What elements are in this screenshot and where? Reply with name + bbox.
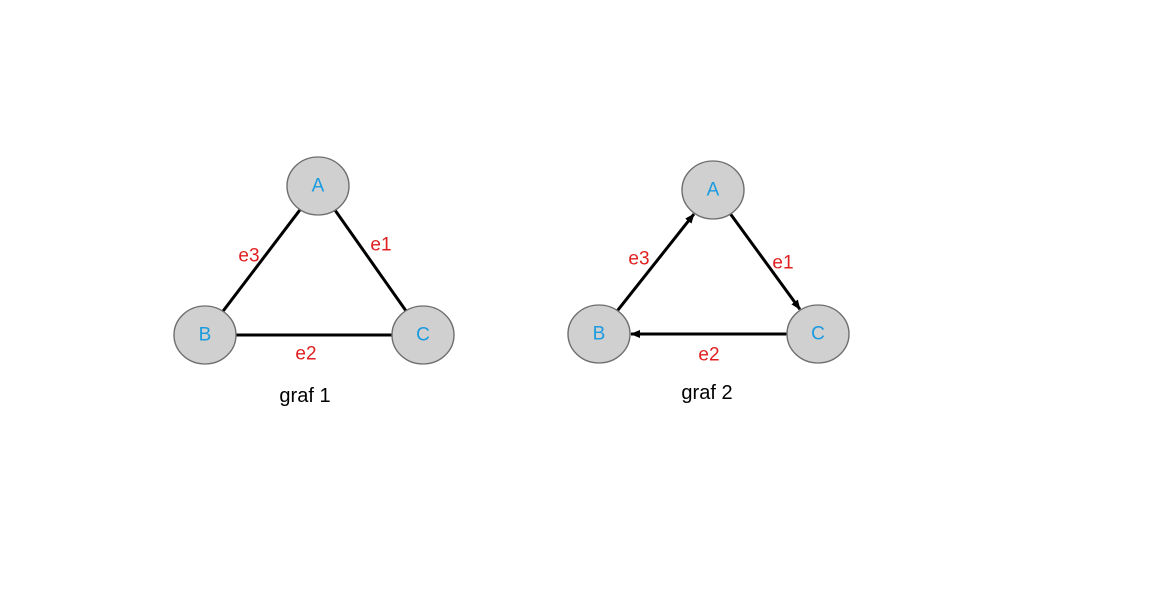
node-a bbox=[286, 156, 350, 216]
edge-e1-arrow bbox=[729, 213, 802, 311]
edge-e1-label: e1 bbox=[370, 235, 391, 256]
edge-e3-label: e3 bbox=[238, 246, 259, 267]
node-c-label: C bbox=[811, 324, 825, 345]
graph-1: A B C e1 e2 e3 graf 1 bbox=[173, 156, 455, 407]
edge-e1-line bbox=[333, 209, 408, 312]
edge-e3-arrow bbox=[616, 213, 696, 312]
node-c bbox=[391, 305, 455, 365]
node-a-label: A bbox=[707, 180, 720, 201]
edge-e2-label: e2 bbox=[698, 345, 719, 366]
edge-e2-label: e2 bbox=[295, 344, 316, 365]
node-c bbox=[786, 304, 850, 364]
node-a-label: A bbox=[312, 176, 325, 197]
edge-e1-label: e1 bbox=[772, 253, 793, 274]
graph-2: A B C e1 e2 e3 graf 2 bbox=[567, 160, 850, 404]
edge-e3-line bbox=[221, 208, 302, 313]
node-a bbox=[681, 160, 745, 220]
node-b bbox=[173, 305, 237, 365]
edge-e3-label: e3 bbox=[628, 249, 649, 270]
graph-1-caption: graf 1 bbox=[279, 385, 330, 407]
node-b-label: B bbox=[199, 325, 212, 346]
node-b bbox=[567, 304, 631, 364]
graph-2-caption: graf 2 bbox=[681, 382, 732, 404]
node-b-label: B bbox=[593, 324, 606, 345]
node-c-label: C bbox=[416, 325, 430, 346]
